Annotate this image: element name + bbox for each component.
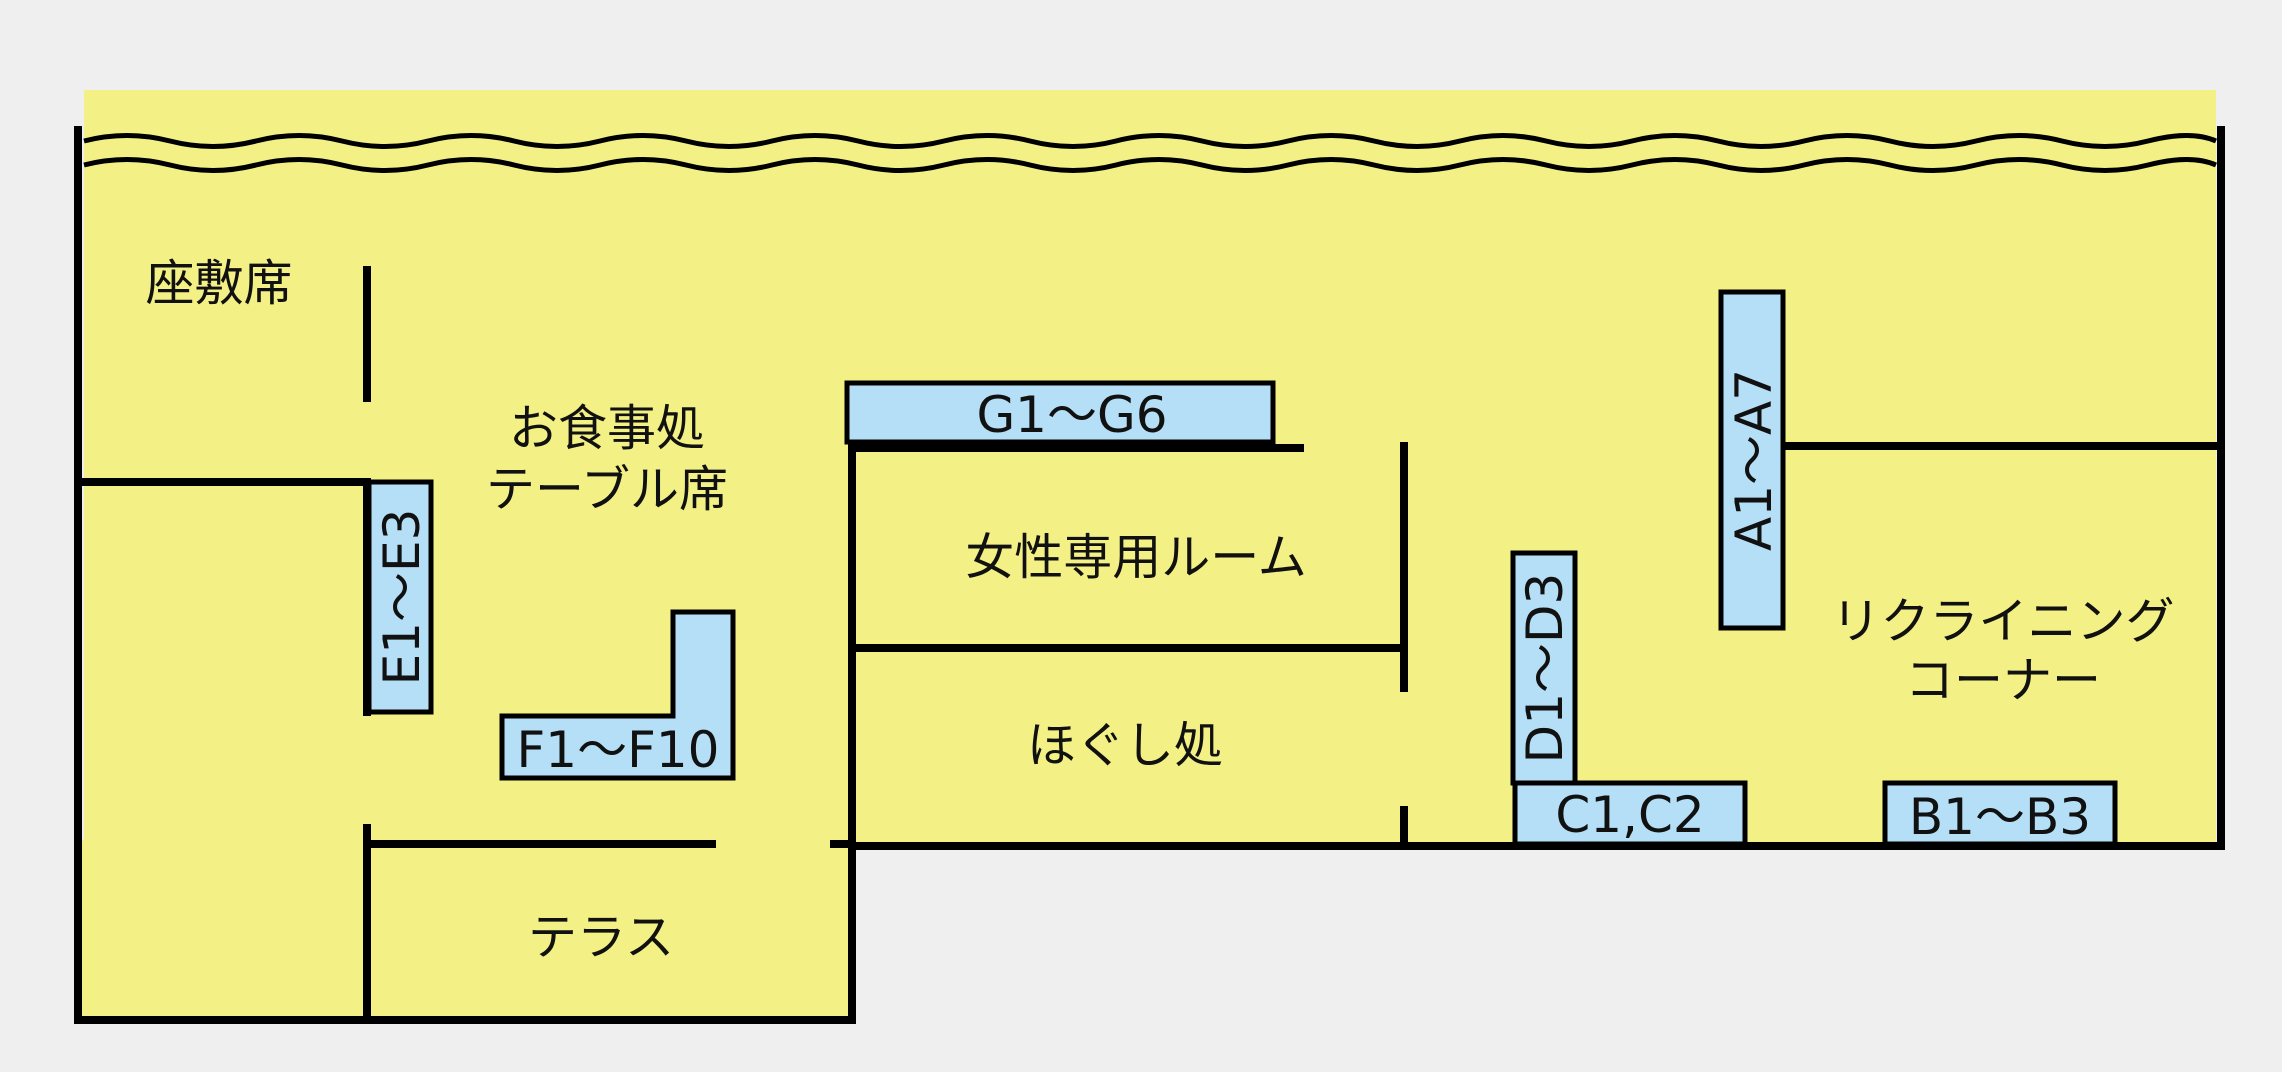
room-label-zashiki: 座敷席	[145, 255, 292, 312]
seat-labels: G1～G6 F1～F10 C1,C2 B1～B3 E1～E3 A1～A7 D1～…	[373, 369, 2091, 846]
seat-block-a[interactable]	[1718, 289, 1786, 631]
seat-block-f[interactable]	[499, 609, 736, 781]
seat-block-e[interactable]	[366, 479, 434, 715]
room-label-dining-line2: テーブル席	[486, 461, 728, 518]
room-label-womens-room: 女性専用ルーム	[965, 529, 1307, 586]
seat-label-d: D1～D3	[1516, 573, 1574, 764]
floor-area-main	[84, 90, 2216, 844]
seat-label-c: C1,C2	[1555, 786, 1704, 844]
room-label-massage: ほぐし処	[1027, 717, 1223, 774]
water-wave-upper	[83, 133, 2218, 149]
seat-label-b: B1～B3	[1909, 788, 2091, 846]
floor-area-lower	[78, 840, 852, 1022]
water-wave-lower	[83, 157, 2218, 173]
seat-label-f: F1～F10	[517, 721, 720, 779]
room-label-reclining-line2: コーナー	[1905, 652, 2101, 709]
room-label-terrace: テラス	[528, 909, 674, 966]
room-label-reclining-line1: リクライニング	[1831, 593, 2174, 650]
seat-block-g[interactable]	[844, 380, 1276, 445]
seat-blocks	[366, 289, 2118, 847]
seat-block-b[interactable]	[1882, 780, 2118, 847]
room-labels: 座敷席 お食事処 テーブル席 女性専用ルーム ほぐし処 テラス リクライニング …	[145, 255, 2174, 966]
seat-block-d[interactable]	[1510, 550, 1578, 786]
seat-label-a: A1～A7	[1725, 369, 1783, 551]
seat-label-e: E1～E3	[373, 509, 431, 686]
room-label-dining-line1: お食事処	[509, 400, 705, 457]
seat-block-c[interactable]	[1512, 780, 1748, 847]
seat-label-g: G1～G6	[976, 386, 1167, 444]
